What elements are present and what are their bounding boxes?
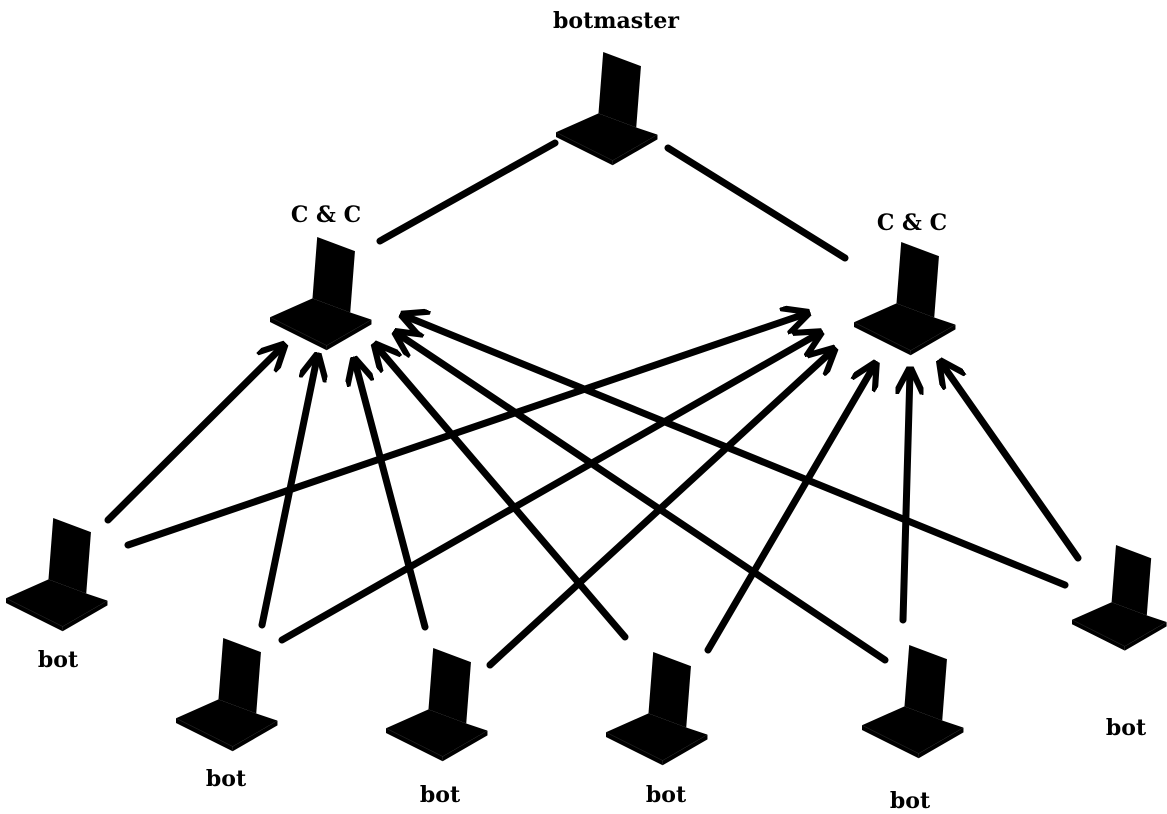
edge-bot4-cc-right <box>704 366 874 654</box>
bot-2-label: bot <box>206 766 247 792</box>
cc-left-label: C & C <box>291 202 361 228</box>
laptop-icon <box>862 645 964 759</box>
node-bot-1: bot <box>6 518 108 673</box>
edge-botmaster-cc-left <box>376 139 559 245</box>
laptop-icon <box>6 518 108 632</box>
laptop-icon <box>1072 545 1167 651</box>
laptop-icon <box>176 638 278 752</box>
bot-5-label: bot <box>890 788 931 814</box>
laptop-icon <box>556 52 658 166</box>
node-cc-left: C & C <box>270 202 372 351</box>
edge-bot5-cc-right <box>903 372 910 624</box>
edge-bot5-cc-left <box>398 334 889 664</box>
node-bot-5: bot <box>862 645 964 814</box>
edge-bot6-cc-right <box>942 364 1082 562</box>
edge-bot4-cc-left <box>377 347 629 641</box>
laptop-icon <box>386 648 488 762</box>
bot-1-label: bot <box>38 647 79 673</box>
bot-4-label: bot <box>646 782 687 808</box>
laptop-icon <box>854 242 956 356</box>
edge-bot3-cc-left <box>355 362 429 631</box>
edge-bot6-cc-left <box>405 316 1069 589</box>
edge-bot2-cc-left <box>258 358 317 629</box>
cc-right-label: C & C <box>877 210 947 236</box>
laptop-icon <box>606 652 708 766</box>
node-bot-3: bot <box>386 648 488 808</box>
edge-bot2-cc-right <box>278 334 818 644</box>
edge-botmaster-cc-right <box>664 144 849 262</box>
node-cc-right: C & C <box>854 210 956 356</box>
node-bot-4: bot <box>606 652 708 808</box>
bot-3-label: bot <box>420 782 461 808</box>
edge-bot1-cc-left <box>104 347 282 524</box>
node-bot-2: bot <box>176 638 278 792</box>
bot-6-label: bot <box>1106 715 1147 741</box>
laptop-icon <box>270 237 372 351</box>
node-botmaster: botmaster <box>553 8 679 166</box>
botmaster-label: botmaster <box>553 8 679 34</box>
connections <box>104 139 1082 669</box>
node-bot-6: bot <box>1072 545 1167 741</box>
edge-bot1-cc-right <box>124 314 805 549</box>
